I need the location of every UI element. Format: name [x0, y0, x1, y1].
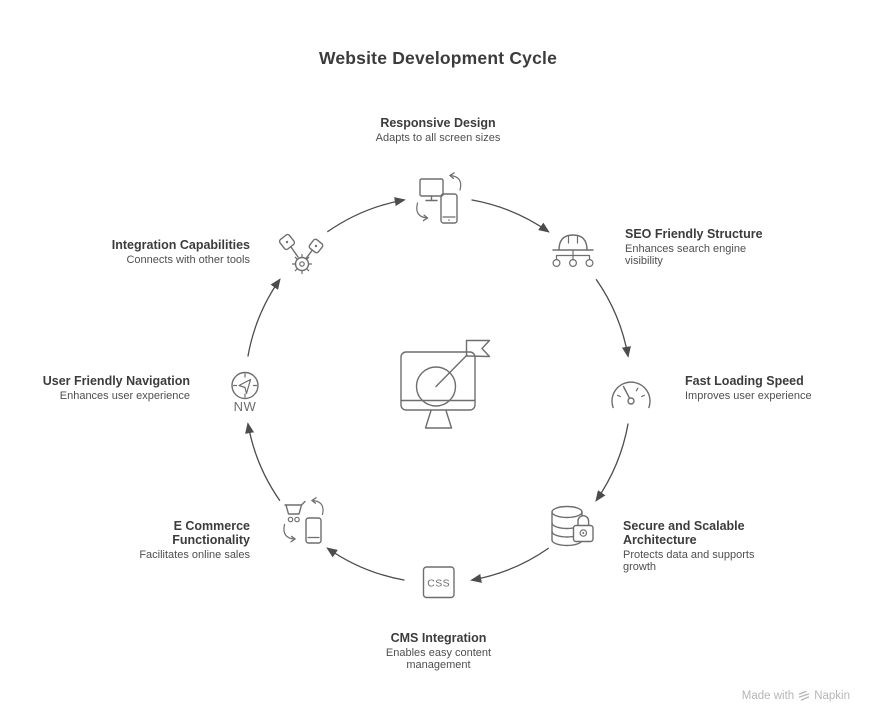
cart-phone-swap-icon [283, 501, 324, 544]
arc-navigation-to-integration [247, 278, 281, 357]
page-title: Website Development Cycle [318, 48, 558, 68]
arc-responsive-to-seo [471, 199, 550, 233]
node-desc: Connects with other tools [126, 254, 250, 266]
node-desc: Enables easy content management [385, 647, 492, 672]
node-title: Secure and Scalable Architecture [623, 519, 745, 547]
pistons-gear-icon [278, 233, 324, 275]
node-label-cms-integration: CMS Integration Enables easy content man… [357, 631, 520, 672]
node-desc: Enhances user experience [59, 390, 190, 402]
monitor-phone-swap-icon [416, 176, 462, 224]
compass-direction-label: NW [234, 399, 257, 414]
node-title: CMS Integration [390, 631, 487, 645]
compass-icon: NW [231, 371, 259, 414]
node-desc: Improves user experience [685, 390, 812, 402]
node-desc: Protects data and supports growth [623, 549, 755, 574]
napkin-logo-icon [798, 690, 810, 701]
node-title: Fast Loading Speed [685, 374, 804, 388]
node-label-seo-friendly-structure: SEO Friendly Structure Enhances search e… [625, 227, 765, 268]
node-desc: Adapts to all screen sizes [375, 132, 501, 144]
arc-seo-to-fast [595, 278, 631, 358]
watermark: Made with Napkin [742, 690, 850, 702]
css-badge-label: CSS [427, 578, 450, 590]
cycle-arcs [245, 197, 631, 583]
node-desc: Facilitates online sales [139, 549, 250, 561]
watermark-brand: Napkin [814, 690, 850, 702]
node-desc: Enhances search engine visibility [625, 243, 747, 268]
node-label-ecommerce-functionality: E Commerce Functionality Facilitates onl… [108, 519, 250, 561]
helmet-sitemap-icon [552, 234, 594, 268]
css-badge-icon: CSS [422, 566, 455, 599]
arc-ecommerce-to-navigation [245, 422, 281, 502]
database-lock-icon [551, 505, 594, 547]
node-title: Responsive Design [380, 116, 496, 130]
node-label-fast-loading-speed: Fast Loading Speed Improves user experie… [685, 374, 830, 402]
node-title: E Commerce Functionality [172, 519, 250, 547]
node-label-responsive-design: Responsive Design Adapts to all screen s… [338, 116, 538, 144]
node-label-integration-capabilities: Integration Capabilities Connects with o… [108, 238, 250, 266]
monitor-target-icon [400, 339, 491, 429]
speedometer-icon [611, 381, 651, 409]
arc-cms-to-ecommerce [326, 547, 405, 581]
node-title: Integration Capabilities [111, 238, 250, 252]
node-label-secure-scalable-architecture: Secure and Scalable Architecture Protect… [623, 519, 763, 574]
arc-fast-to-secure [595, 423, 629, 502]
node-title: User Friendly Navigation [42, 374, 190, 388]
arc-integration-to-responsive [326, 197, 406, 233]
node-label-user-friendly-navigation: User Friendly Navigation Enhances user e… [33, 374, 190, 402]
arc-secure-to-cms [470, 547, 550, 583]
watermark-prefix: Made with [741, 690, 795, 702]
node-title: SEO Friendly Structure [625, 227, 763, 241]
